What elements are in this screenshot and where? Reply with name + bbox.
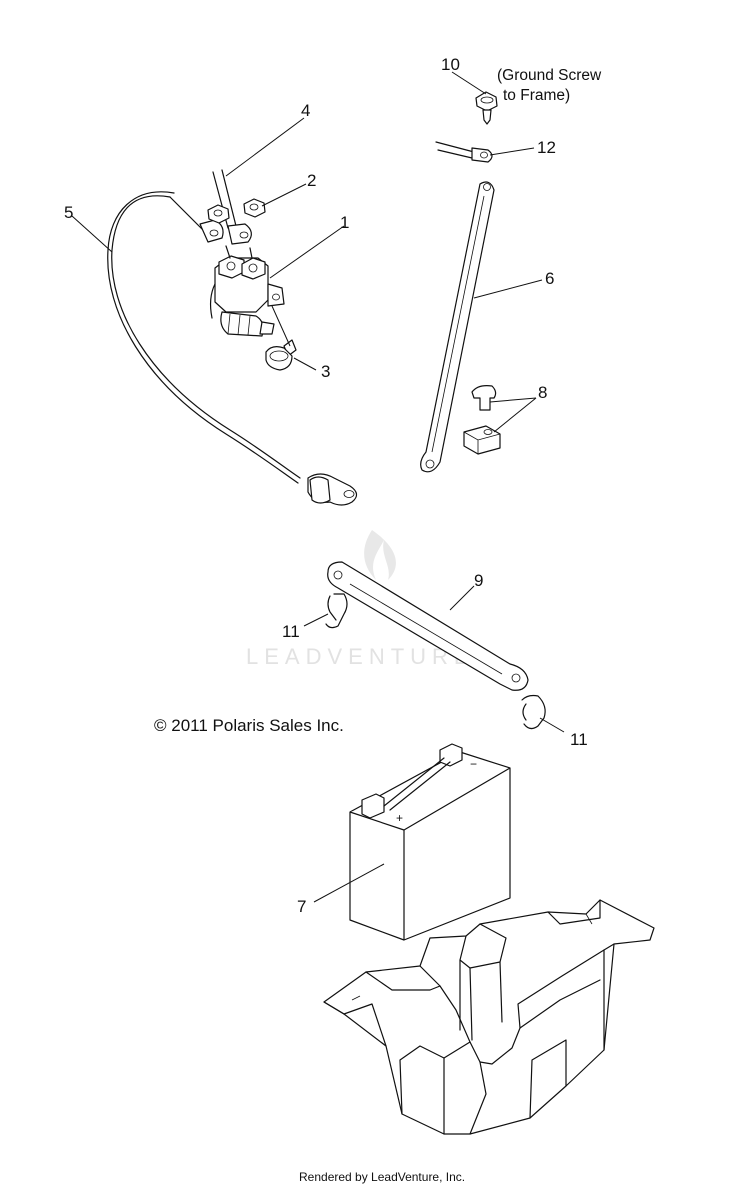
battery-part-7: + −	[349, 743, 511, 941]
battery-box	[323, 899, 655, 1135]
callout-3: 3	[321, 362, 330, 381]
starter-solenoid-part-1	[209, 245, 285, 337]
callout-9: 9	[474, 571, 483, 590]
svg-text:−: −	[470, 757, 477, 771]
svg-text:+: +	[396, 811, 403, 825]
callout-2: 2	[307, 171, 316, 190]
callout-12: 12	[537, 138, 556, 157]
callout-10: 10	[441, 55, 460, 74]
nut-part-2	[207, 198, 266, 224]
callout-labels: 5 4 2 1 3 10 12 6 8 9 11 11 7	[64, 55, 588, 916]
callout-11-upper: 11	[282, 622, 300, 641]
copyright-text: © 2011 Polaris Sales Inc.	[154, 716, 344, 735]
callout-8: 8	[538, 383, 547, 402]
ground-screw-part-10	[475, 91, 498, 125]
bolt-part-3	[265, 339, 297, 371]
leader-lines	[71, 71, 565, 903]
callout-1: 1	[340, 213, 349, 232]
battery-cable-part-5	[107, 191, 358, 506]
ground-terminal-part-12	[435, 141, 493, 163]
callout-4: 4	[301, 101, 310, 120]
ground-note-line-1: (Ground Screw	[497, 67, 602, 84]
callout-7: 7	[297, 897, 306, 916]
ground-strap-part-6	[420, 181, 495, 473]
callout-11-lower: 11	[570, 730, 588, 749]
clip-part-11-upper	[325, 593, 348, 629]
callout-6: 6	[545, 269, 554, 288]
callout-5: 5	[64, 203, 73, 222]
ground-screw-note: (Ground Screw to Frame)	[497, 67, 602, 104]
footer-text: Rendered by LeadVenture, Inc.	[299, 1170, 465, 1184]
ground-note-line-2: to Frame)	[503, 87, 570, 104]
retainer-part-8	[463, 385, 501, 455]
watermark-text: LEADVENTURE	[246, 644, 475, 669]
battery-holddown-part-9	[327, 561, 529, 691]
watermark: LEADVENTURE	[246, 530, 475, 669]
clip-part-11-lower	[521, 694, 546, 730]
